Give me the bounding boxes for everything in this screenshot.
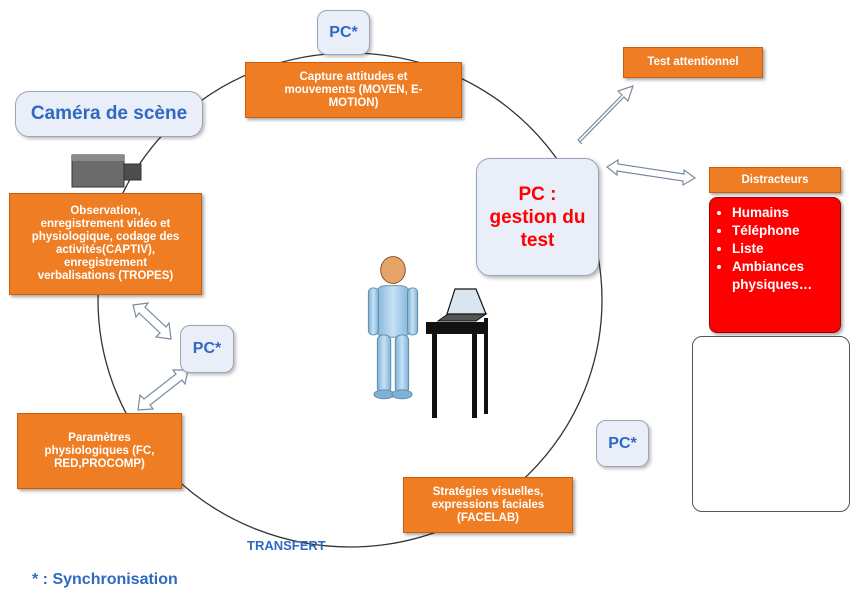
camera-title: Caméra de scène xyxy=(15,91,203,137)
distractor-item: Ambiances xyxy=(732,258,836,276)
double-arrow-icon xyxy=(577,85,634,145)
capture-line: Capture attitudes et xyxy=(299,70,408,83)
observation-line: physiologique, codage des xyxy=(31,231,180,243)
pc-badge-left: PC* xyxy=(180,325,234,373)
observation-line: enregistrement vidéo et xyxy=(40,218,171,230)
distractor-item-continued: physiques… xyxy=(732,277,813,292)
observation-line: activités(CAPTIV), xyxy=(55,244,156,256)
double-arrow-icon xyxy=(132,302,172,340)
laptop-stand-icon xyxy=(426,288,488,418)
observation-line: Observation, xyxy=(70,205,141,217)
test-attentionnel-box: Test attentionnel xyxy=(623,47,763,78)
capture-box: Capture attitudes et mouvements (MOVEN, … xyxy=(245,62,462,118)
distractor-item: Liste xyxy=(732,240,836,258)
distracteurs-box: Distracteurs xyxy=(709,167,841,193)
parametres-line: RED,PROCOMP) xyxy=(54,457,145,470)
strategies-line: Stratégies visuelles, xyxy=(432,485,544,498)
pc-main-line: gestion du xyxy=(489,206,586,228)
sync-legend: * : Synchronisation xyxy=(32,571,178,588)
distractors-illustration-panel xyxy=(692,336,850,512)
strategies-line: (FACELAB) xyxy=(457,511,519,524)
double-arrow-icon xyxy=(137,369,189,411)
pc-badge-top: PC* xyxy=(317,10,370,55)
pc-main-line: test xyxy=(520,229,555,251)
parametres-box: Paramètres physiologiques (FC, RED,PROCO… xyxy=(17,413,182,489)
distractor-item: Téléphone xyxy=(732,222,836,240)
camera-icon xyxy=(71,154,142,188)
pc-main-box: PC : gestion du test xyxy=(476,158,599,276)
distractors-list-box: Humains Téléphone Liste Ambiances physiq… xyxy=(709,197,841,333)
pc-badge-bottom-right: PC* xyxy=(596,420,649,467)
transfert-label: TRANSFERT xyxy=(247,538,326,553)
capture-line: MOTION) xyxy=(328,96,379,109)
observation-line: verbalisations (TROPES) xyxy=(37,270,174,282)
observation-box: Observation, enregistrement vidéo et phy… xyxy=(9,193,202,295)
observation-line: enregistrement xyxy=(63,257,148,269)
double-arrow-icon xyxy=(605,158,697,187)
operator-figure-icon xyxy=(367,256,419,400)
distracteurs-label: Distracteurs xyxy=(741,173,809,186)
test-attentionnel-label: Test attentionnel xyxy=(647,56,739,68)
pc-main-line: PC : xyxy=(518,183,557,205)
parametres-line: physiologiques (FC, xyxy=(44,444,155,457)
strategies-line: expressions faciales xyxy=(431,498,545,511)
parametres-line: Paramètres xyxy=(68,431,131,444)
strategies-box: Stratégies visuelles, expressions facial… xyxy=(403,477,573,533)
distractor-item: Humains xyxy=(732,204,836,222)
capture-line: mouvements (MOVEN, E- xyxy=(284,83,423,96)
